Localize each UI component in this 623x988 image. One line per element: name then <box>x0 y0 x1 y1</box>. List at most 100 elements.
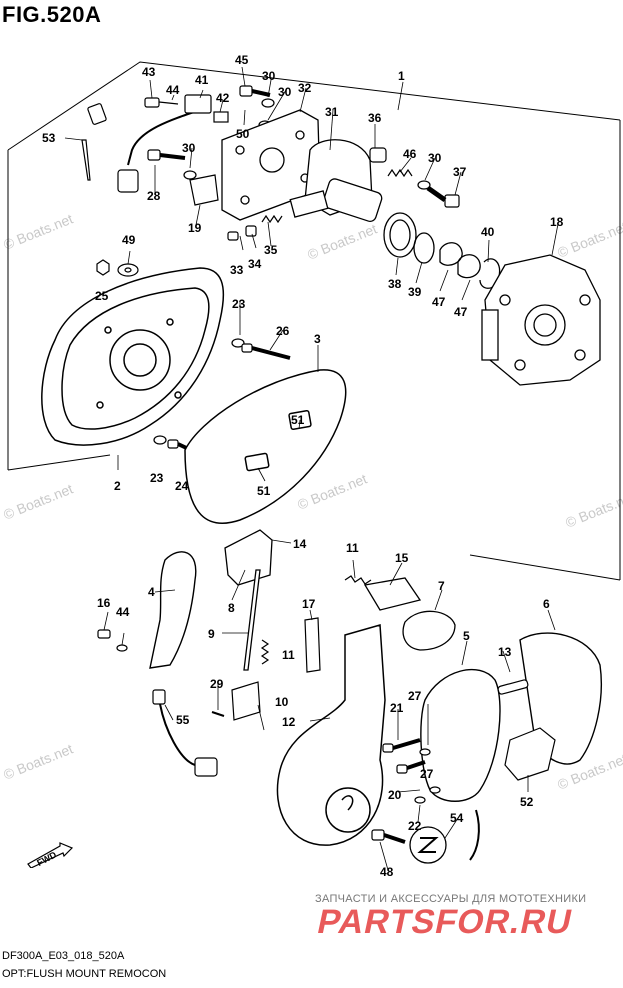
rod-8-9 <box>243 569 261 671</box>
rings-38-40 <box>383 212 501 289</box>
handle-body-12 <box>276 624 386 846</box>
callout-27b: 27 <box>420 767 434 781</box>
callout-49: 49 <box>122 233 136 247</box>
callout-18: 18 <box>550 215 564 229</box>
callout-52: 52 <box>520 795 534 809</box>
shop-tagline: ЗАПЧАСТИ И АКСЕССУАРЫ ДЛЯ МОТОТЕХНИКИ <box>315 893 587 905</box>
callout-19: 19 <box>188 221 202 235</box>
spring-11 <box>260 575 372 665</box>
callout-27a: 27 <box>408 689 422 703</box>
small-parts-33-35 <box>227 214 283 241</box>
callout-22: 22 <box>408 819 422 833</box>
callout-17: 17 <box>302 597 316 611</box>
callout-39: 39 <box>408 285 422 299</box>
callout-41: 41 <box>195 73 209 87</box>
wire-harness-55 <box>152 689 480 861</box>
callout-7: 7 <box>438 579 445 593</box>
callout-35: 35 <box>264 243 278 257</box>
callout-25: 25 <box>95 289 109 303</box>
assembly-outline <box>7 61 621 581</box>
callout-30b: 30 <box>278 85 292 99</box>
watermark-text: © Boats.net <box>563 488 623 530</box>
callout-31: 31 <box>325 105 339 119</box>
callout-15: 15 <box>395 551 409 565</box>
watermark-text: © Boats.net <box>1 480 75 522</box>
callout-6: 6 <box>543 597 550 611</box>
callout-30a: 30 <box>262 69 276 83</box>
callout-43: 43 <box>142 65 156 79</box>
callout-51b: 51 <box>257 484 271 498</box>
watermark-text: © Boats.net <box>1 210 75 252</box>
callout-29: 29 <box>210 677 224 691</box>
callout-37: 37 <box>453 165 467 179</box>
pin-13-switch-52 <box>497 679 556 781</box>
callout-21: 21 <box>390 701 404 715</box>
callout-44b: 44 <box>116 605 130 619</box>
housing-18 <box>481 254 601 386</box>
callout-3: 3 <box>314 332 321 346</box>
callout-12: 12 <box>282 715 296 729</box>
callout-50: 50 <box>236 127 250 141</box>
spring-46-and-bolt-37 <box>369 147 460 208</box>
callout-38: 38 <box>388 277 402 291</box>
callout-36: 36 <box>368 111 382 125</box>
callout-11b: 11 <box>282 648 295 662</box>
callout-34: 34 <box>248 257 262 271</box>
callout-42: 42 <box>216 91 230 105</box>
callout-labels: 1 2 3 4 5 6 7 8 9 10 11 11 12 13 14 15 1… <box>42 53 564 879</box>
callout-10: 10 <box>275 695 289 709</box>
callout-24: 24 <box>175 479 189 493</box>
callout-16: 16 <box>97 596 111 610</box>
callout-20: 20 <box>388 788 402 802</box>
callout-26: 26 <box>276 324 290 338</box>
watermark-text: © Boats.net <box>295 470 369 512</box>
figure-description: OPT:FLUSH MOUNT REMOCON <box>2 968 167 980</box>
bracket-19 <box>189 174 219 206</box>
callout-28: 28 <box>147 189 161 203</box>
callout-47b: 47 <box>454 305 468 319</box>
gear-assembly-31 <box>289 139 383 223</box>
callout-8: 8 <box>228 601 235 615</box>
callout-11a: 11 <box>346 541 359 555</box>
callout-55: 55 <box>176 713 190 727</box>
callout-23a: 23 <box>232 297 246 311</box>
callout-14: 14 <box>293 537 307 551</box>
bracket-14 <box>224 529 273 586</box>
screws-20-22-27 <box>382 738 441 804</box>
callout-47a: 47 <box>432 295 446 309</box>
watermark-text: © Boats.net <box>305 220 379 262</box>
callout-48: 48 <box>380 865 394 879</box>
callout-23b: 23 <box>150 471 164 485</box>
callout-1: 1 <box>398 69 405 83</box>
callout-40: 40 <box>481 225 495 239</box>
nut-and-washer-25-49 <box>96 259 139 277</box>
shop-logo: PARTSFOR.RU <box>314 903 577 941</box>
callout-44a: 44 <box>166 83 180 97</box>
callout-9: 9 <box>208 627 215 641</box>
watermark-text: © Boats.net <box>1 740 75 782</box>
callout-45: 45 <box>235 53 249 67</box>
screw-48 <box>371 829 406 844</box>
label-17 <box>304 617 321 673</box>
callout-30d: 30 <box>428 151 442 165</box>
cover-plate-3 <box>184 369 347 524</box>
callout-32: 32 <box>298 81 312 95</box>
figure-title: FIG.520A <box>2 2 102 27</box>
switch-plate-32 <box>221 109 321 221</box>
callout-5: 5 <box>463 629 470 643</box>
callout-46: 46 <box>403 147 417 161</box>
emblem-54 <box>409 826 447 864</box>
switch-15-grip-7 <box>363 577 456 651</box>
watermark-text: © Boats.net <box>555 218 623 260</box>
callout-53: 53 <box>42 131 56 145</box>
pin-29-block-10 <box>211 681 261 721</box>
figure-code: DF300A_E03_018_520A <box>2 950 125 962</box>
callout-13: 13 <box>498 645 512 659</box>
leader-lines <box>64 66 559 871</box>
cable-tie-53 <box>81 103 107 181</box>
bezel-2 <box>41 267 225 446</box>
callout-30c: 30 <box>182 141 196 155</box>
fwd-arrow-icon: FWD <box>27 842 74 868</box>
callout-54: 54 <box>450 811 464 825</box>
